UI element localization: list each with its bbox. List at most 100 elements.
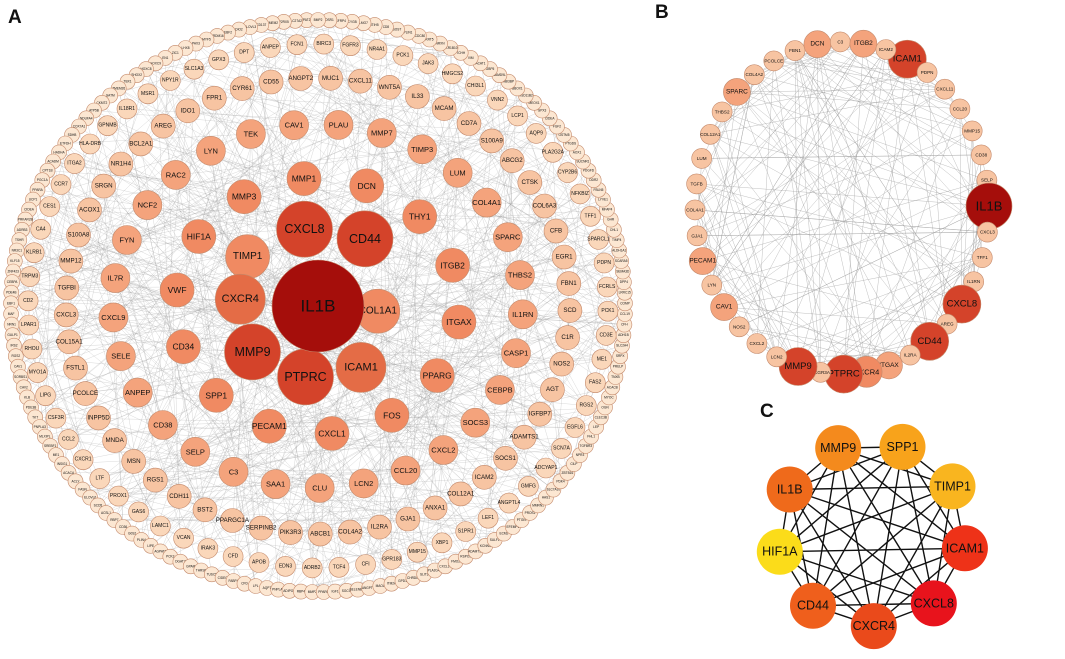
- panel-a-edge: [107, 125, 624, 283]
- panel-b-node-label: CD44: [918, 336, 942, 347]
- panel-b-node-label: IL2RA: [904, 353, 918, 358]
- panel-a-node-label: CD137: [256, 23, 266, 27]
- panel-a-node-label: CD38: [153, 421, 172, 430]
- panel-a-node-me1: ME1: [591, 348, 613, 370]
- panel-a-node-label: IGFBP7: [529, 411, 552, 418]
- panel-b-node-cxcl8: CXCL8: [942, 284, 982, 324]
- panel-a-edge: [118, 345, 623, 497]
- panel-a-node-circle: [160, 70, 181, 91]
- panel-a-node-circle: [150, 515, 171, 537]
- panel-a-node-label: LPL: [253, 584, 259, 588]
- panel-a-node-tek: TEK: [236, 119, 266, 149]
- panel-a-edge: [52, 161, 134, 462]
- panel-b-node-label: ICAM2: [879, 47, 893, 52]
- panel-b-node-label: ITGAX: [879, 362, 899, 369]
- panel-a-edge: [175, 174, 486, 546]
- panel-a-node-label: SCD: [563, 307, 577, 314]
- panel-a-edge: [402, 55, 626, 304]
- panel-a-node-label: NR3C1: [12, 249, 23, 253]
- panel-a-node-label: RBP4: [297, 590, 306, 594]
- panel-a-node-label: ECM2: [499, 532, 508, 536]
- panel-b-edge: [776, 44, 818, 357]
- panel-a-node-label: PAT2: [303, 18, 311, 22]
- panel-a-node-label: GJA1: [400, 516, 416, 523]
- panel-a-node-gpnmb: GPNMB: [97, 115, 118, 136]
- panel-a-node-cxcl2: CXCL2: [428, 435, 459, 465]
- panel-b-edge: [797, 108, 961, 367]
- panel-a-node-cfb: CFB: [543, 218, 569, 244]
- panel-c-edge: [812, 547, 966, 607]
- panel-a-node-circle: [56, 329, 82, 355]
- panel-a-node-label: NR4A1: [369, 47, 385, 53]
- panel-a-node-label: RBP7: [110, 518, 119, 522]
- panel-a-node-label: SHOX2: [131, 73, 142, 77]
- panel-a-node-label: LPAR1: [21, 322, 37, 328]
- panel-a-node-circle: [197, 538, 219, 559]
- panel-a-node-label: CD34: [173, 342, 195, 352]
- panel-a-node-circle: [150, 113, 176, 139]
- panel-a-node-label: LHX8: [182, 46, 190, 50]
- panel-b-edge: [817, 44, 821, 373]
- panel-b-edge: [794, 50, 948, 325]
- panel-a-node-bst2: BST2: [192, 497, 218, 523]
- panel-a-node-circle: [511, 424, 537, 450]
- panel-c-node-il1b: IL1B: [766, 466, 813, 513]
- panel-c-node-circle: [756, 528, 803, 575]
- panel-b-node-label: CD38: [975, 152, 987, 157]
- panel-b-edge: [696, 89, 945, 236]
- panel-b-node-circle: [701, 274, 723, 296]
- panel-a-node-label: MMP1: [292, 174, 317, 184]
- panel-a-node-label: RSPO3: [460, 555, 471, 559]
- panel-a-node-label: COMP: [620, 301, 630, 305]
- panel-a-node-label: LEP: [593, 425, 599, 429]
- panel-a-node-label: GPX3: [538, 109, 547, 113]
- panel-a-node-label: CXCR1: [75, 457, 92, 463]
- panel-a-node-label: ZNF423: [7, 270, 19, 274]
- panel-a-node-label: PLIN1: [404, 31, 413, 35]
- panel-a-node-label: CXCL9: [101, 313, 125, 322]
- panel-a-node-circle: [271, 259, 365, 353]
- panel-a-node-icam1: ICAM1: [335, 342, 387, 393]
- panel-a-node-label: PRKAR2B: [18, 218, 33, 222]
- panel-a-node-label: PDGFD: [583, 169, 595, 173]
- panel-b-edge: [885, 49, 930, 342]
- panel-a-node-label: LUM: [450, 168, 466, 177]
- panel-a-edge: [450, 47, 495, 540]
- panel-a-node-sele: SELE: [106, 341, 136, 371]
- panel-a-node-label: EN1: [162, 56, 168, 60]
- panel-a-node-label: TEK: [244, 130, 259, 139]
- panel-a-node-circle: [208, 49, 229, 71]
- panel-b-edge: [696, 183, 983, 258]
- panel-a-node-circle: [595, 325, 617, 346]
- panel-a-node-label: NPR3: [576, 453, 585, 457]
- panel-b-node-label: PTPRC: [828, 369, 860, 380]
- panel-a-node-itgb2: ITGB2: [435, 247, 470, 283]
- panel-a-node-ccl2: CCL2: [58, 429, 79, 450]
- panel-a-node-label: TKT: [32, 415, 38, 419]
- panel-a-node-label: GPD1: [398, 579, 407, 583]
- panel-a-node-label: LIPG: [40, 393, 52, 399]
- panel-b-node-label: NOS2: [733, 324, 746, 329]
- panel-a-node-label: SOST: [393, 28, 402, 32]
- panel-b-edge: [696, 235, 867, 372]
- panel-a-node-circle: [417, 53, 439, 74]
- panel-a-node-il33: IL33: [405, 84, 430, 109]
- panel-b-node-label: CCL20: [953, 106, 968, 111]
- panel-a-node-label: INSIG1: [57, 462, 68, 466]
- panel-a-node-label: IL1B: [301, 297, 336, 316]
- panel-a-node-circle: [102, 428, 127, 453]
- panel-a-node-label: PGC1A: [37, 178, 49, 182]
- panel-a-node-adrb2: ADRB2: [301, 557, 323, 579]
- panel-a-edge: [366, 115, 518, 186]
- panel-a-node-label: KLF15: [10, 259, 20, 263]
- panel-a-node-apob: APOB: [248, 552, 270, 573]
- panel-a-node-bmp2: BMP2: [310, 12, 326, 28]
- panel-a-node-label: PDPN: [597, 260, 611, 266]
- panel-a-node-lcn2: LCN2: [348, 468, 379, 499]
- panel-a-node-circle: [499, 148, 525, 173]
- panel-a-node-label: NFKBIZ: [571, 191, 589, 197]
- panel-a-node-col12a1: COL12A1: [447, 481, 475, 507]
- panel-b-node-dcn: DCN: [803, 30, 832, 59]
- panel-a-node-label: FCN1: [290, 42, 303, 48]
- panel-b-edge: [817, 43, 960, 110]
